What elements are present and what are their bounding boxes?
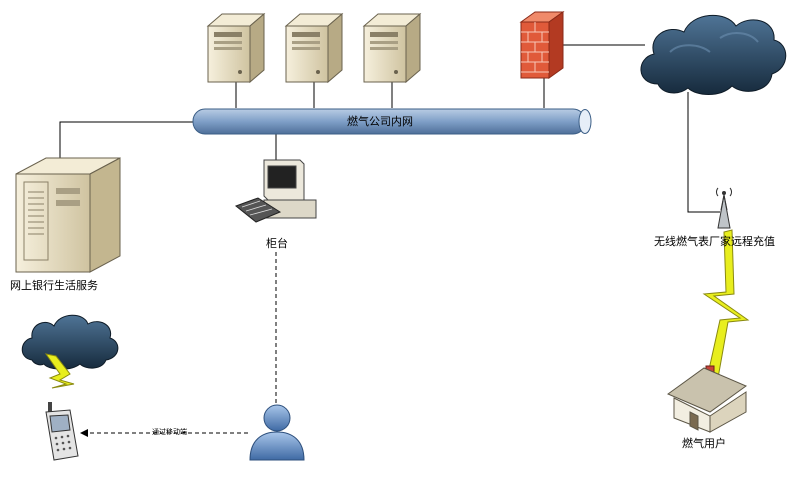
tower-server-icon	[15, 157, 121, 273]
house-icon	[666, 365, 748, 433]
server-icon	[207, 13, 265, 83]
antenna-icon	[716, 187, 732, 229]
lightning-icon	[702, 229, 750, 379]
meter-vendor-label: 无线燃气表厂家远程充值	[654, 235, 775, 248]
firewall-icon	[519, 11, 565, 79]
cloud-icon	[21, 314, 119, 370]
connection-lines	[59, 44, 720, 434]
counter-label: 柜台	[266, 237, 288, 250]
server-icon	[363, 13, 421, 83]
desktop-computer-icon	[234, 159, 317, 223]
lightning-icon	[44, 353, 75, 389]
user-icon	[249, 404, 305, 461]
mobile-phone-icon	[45, 402, 79, 461]
arrow-head	[80, 429, 88, 437]
server-icon	[285, 13, 343, 83]
via-mobile-label: 通过移动端	[152, 428, 187, 436]
gas-user-label: 燃气用户	[682, 437, 726, 450]
online-bank-label: 网上银行生活服务	[10, 279, 98, 292]
intranet-label: 燃气公司内网	[347, 115, 413, 128]
cloud-icon	[640, 14, 787, 95]
link-antenna	[687, 92, 720, 213]
intranet-bus	[192, 108, 592, 135]
